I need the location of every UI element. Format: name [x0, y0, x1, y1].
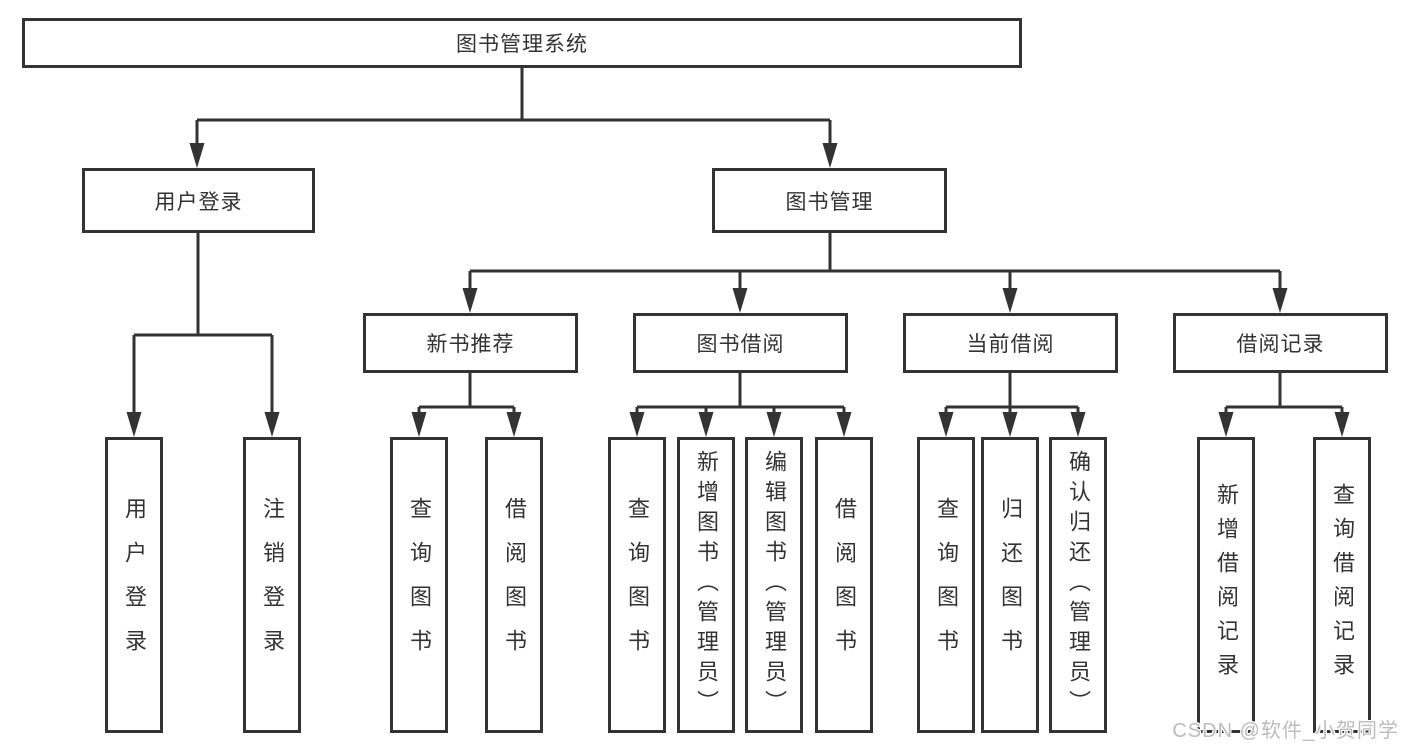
node-label: 查询图书 — [407, 497, 432, 673]
node-label: 用户登录 — [122, 497, 147, 673]
node-label: 图书借阅 — [696, 333, 785, 356]
node-borrowing-records: 借阅记录 — [1173, 313, 1388, 373]
node-label: 新书推荐 — [426, 333, 515, 356]
leaf-edit-books-admin: 编辑图书（管理员） — [745, 437, 803, 733]
node-label: 查询借阅记录 — [1330, 483, 1355, 687]
leaf-confirm-return-admin: 确认归还（管理员） — [1049, 437, 1107, 733]
node-label: 归还图书 — [998, 497, 1023, 673]
leaf-user-login: 用户登录 — [105, 437, 163, 733]
leaf-borrow-books-recommend: 借阅图书 — [485, 437, 543, 733]
node-label: 图书管理 — [785, 190, 874, 214]
node-label: 确认归还（管理员） — [1066, 450, 1091, 720]
node-label: 新增图书（管理员） — [694, 450, 719, 720]
node-label: 查询图书 — [625, 497, 650, 673]
node-current-borrowing: 当前借阅 — [903, 313, 1118, 373]
node-label: 编辑图书（管理员） — [762, 450, 787, 720]
watermark: CSDN @软件_小贺同学 — [1172, 720, 1399, 742]
node-label: 注销登录 — [260, 497, 285, 673]
leaf-query-books-recommend: 查询图书 — [390, 437, 448, 733]
leaf-borrow-books: 借阅图书 — [815, 437, 873, 733]
node-label: 图书管理系统 — [456, 33, 588, 56]
node-user-login: 用户登录 — [82, 168, 315, 233]
node-label: 新增借阅记录 — [1214, 483, 1239, 687]
node-new-book-recommendation: 新书推荐 — [363, 313, 578, 373]
leaf-logout-login: 注销登录 — [243, 437, 301, 733]
node-label: 借阅图书 — [502, 497, 527, 673]
leaf-add-books-admin: 新增图书（管理员） — [677, 437, 735, 733]
node-book-borrowing: 图书借阅 — [633, 313, 848, 373]
leaf-query-borrow-record: 查询借阅记录 — [1313, 437, 1371, 733]
node-label: 借阅记录 — [1236, 333, 1325, 356]
leaf-return-books: 归还图书 — [981, 437, 1039, 733]
node-label: 当前借阅 — [966, 333, 1055, 356]
node-book-management: 图书管理 — [712, 168, 947, 233]
node-label: 用户登录 — [154, 190, 243, 214]
leaf-query-books-borrow: 查询图书 — [608, 437, 666, 733]
leaf-query-books-current: 查询图书 — [917, 437, 975, 733]
leaf-add-borrow-record: 新增借阅记录 — [1197, 437, 1255, 733]
node-label: 查询图书 — [934, 497, 959, 673]
node-library-management-system: 图书管理系统 — [22, 18, 1022, 68]
node-label: 借阅图书 — [832, 497, 857, 673]
